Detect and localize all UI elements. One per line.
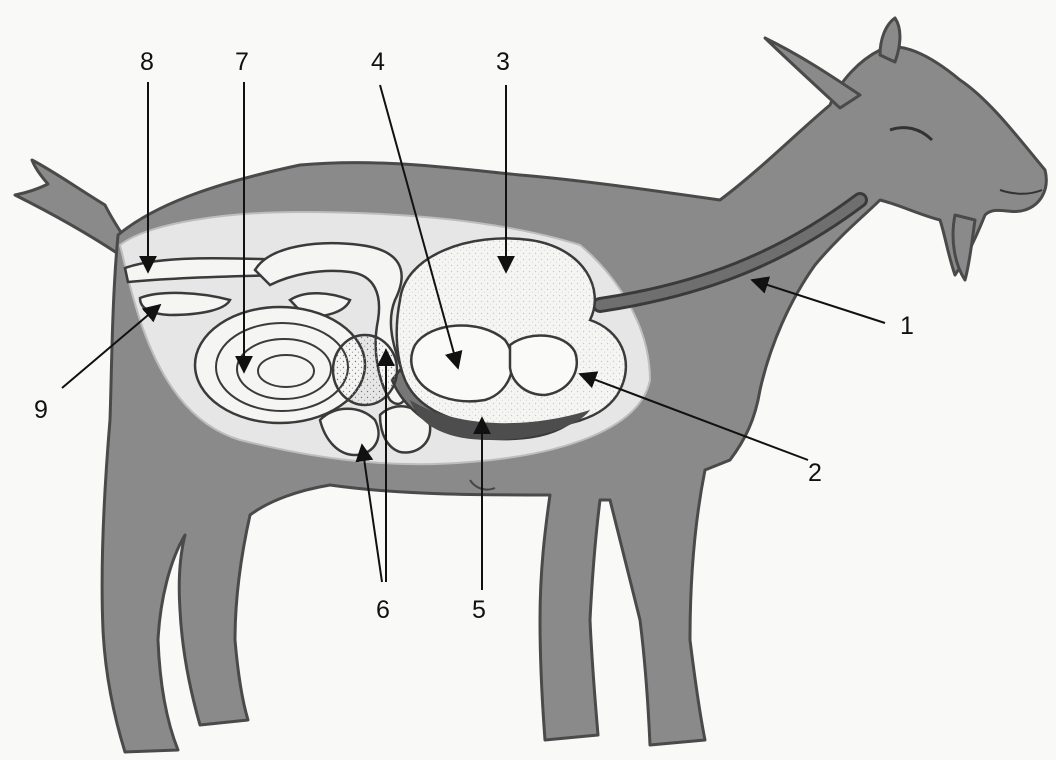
label-1: 1 [900,312,914,340]
label-3: 3 [496,48,510,76]
reticulum-lobe [510,335,577,395]
label-9: 9 [34,396,48,424]
label-4: 4 [371,48,385,76]
reticulum [411,325,512,401]
label-8: 8 [140,48,154,76]
label-5: 5 [472,596,486,624]
label-7: 7 [235,48,249,76]
label-6: 6 [376,596,390,624]
omasum [333,335,397,405]
label-2: 2 [808,459,822,487]
